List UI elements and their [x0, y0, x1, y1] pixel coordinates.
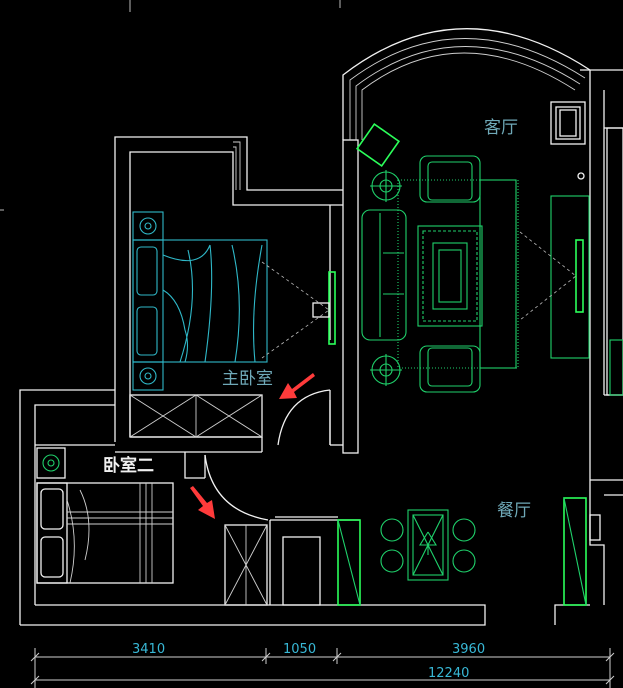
- fridge: [282, 536, 321, 606]
- ac-unit: [550, 101, 586, 145]
- right-cabinet: [577, 127, 623, 396]
- dining-cabinet: [563, 497, 601, 606]
- sofa-group: [355, 122, 519, 393]
- master-tv: [261, 261, 336, 359]
- dimension-lines: [30, 648, 615, 688]
- arrow-second: [190, 486, 215, 519]
- dimension-total: 12240: [428, 666, 469, 681]
- dining-table: [380, 509, 476, 581]
- room-label-master-bedroom: 主卧室: [222, 369, 273, 389]
- master-wardrobe: [129, 394, 263, 438]
- dimension-seg2: 1050: [283, 642, 316, 657]
- room-label-second-bedroom: 卧室二: [103, 455, 154, 476]
- shoe-cabinet: [337, 519, 361, 606]
- arrow-master: [279, 373, 315, 399]
- tv-console: [519, 195, 590, 359]
- walls: [0, 0, 623, 626]
- dimension-seg1: 3410: [132, 642, 165, 657]
- master-bed: [132, 211, 268, 391]
- second-bed: [36, 447, 174, 584]
- doors: [204, 389, 331, 521]
- second-wardrobe: [224, 524, 268, 606]
- room-label-dining: 餐厅: [497, 501, 531, 521]
- room-label-living: 客厅: [484, 118, 518, 138]
- annotation-arrows: [190, 373, 315, 519]
- dimension-seg3: 3960: [452, 642, 485, 657]
